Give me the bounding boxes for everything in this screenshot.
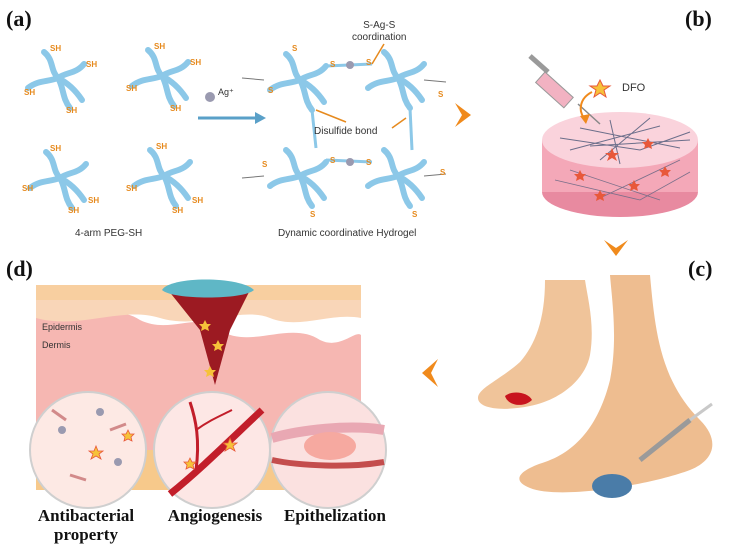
panel-label-d: (d) <box>6 256 33 281</box>
drug-stars <box>574 138 671 201</box>
sulfur-label: S <box>268 86 274 95</box>
angiogenesis-circle <box>153 391 271 509</box>
thiol-label: SH <box>88 196 100 205</box>
hydrogel-label: Dynamic coordinative Hydrogel <box>278 228 417 239</box>
thiol-label: SH <box>172 206 184 215</box>
ag-reaction-arrow <box>198 92 266 124</box>
hydrogel-network <box>241 43 447 206</box>
diabetic-foot-wound <box>478 280 592 409</box>
antibacterial-circle <box>29 391 147 509</box>
peg-molecule-2 <box>132 50 188 106</box>
sulfur-label: S <box>366 158 372 167</box>
thiol-label: SH <box>50 144 62 153</box>
sulfur-label: S <box>262 160 268 169</box>
sulfur-label: S <box>440 168 446 177</box>
sulfur-label: S <box>330 60 336 69</box>
thiol-label: SH <box>24 88 36 97</box>
arrow-down-icon <box>604 240 628 256</box>
ag-ion-icon <box>205 92 215 102</box>
panel-label-b: (b) <box>685 6 712 31</box>
dfo-star-icon <box>588 78 612 99</box>
caption-antibacterial: Antibacterial property <box>37 506 135 544</box>
ag-atom <box>346 61 354 69</box>
panel-label-a: (a) <box>6 6 32 31</box>
sulfur-label: S <box>292 44 298 53</box>
disulfide-label: Disulfide bond <box>314 126 378 137</box>
thiol-label: SH <box>190 58 202 67</box>
peg-molecule-3 <box>30 152 86 208</box>
caption-angiogenesis: Angiogenesis <box>167 506 263 525</box>
panel-label-c: (c) <box>688 256 713 281</box>
dfo-label: DFO <box>622 82 646 94</box>
sulfur-label: S <box>366 58 372 67</box>
wound-stars <box>199 320 224 377</box>
sulfur-label: S <box>310 210 316 219</box>
thiol-label: SH <box>22 184 34 193</box>
arrow-right-icon <box>455 103 471 127</box>
epithelization-circle <box>269 391 387 509</box>
sulfur-label: S <box>412 210 418 219</box>
ag-atom <box>346 158 354 166</box>
peg-molecule-1 <box>28 52 84 108</box>
peg-molecule-4 <box>134 150 190 206</box>
syringe-icon <box>528 54 601 125</box>
ag-ion-label: Ag⁺ <box>218 87 234 97</box>
caption-epithelization: Epithelization <box>283 506 386 525</box>
hydrogel-disc <box>542 112 698 217</box>
coordination-label: S-Ag-S coordination <box>352 20 407 43</box>
thiol-label: SH <box>50 44 62 53</box>
thiol-label: SH <box>154 42 166 51</box>
thiol-label: SH <box>192 196 204 205</box>
arrow-left-icon <box>422 359 438 387</box>
dermis-label: Dermis <box>42 340 71 350</box>
treated-foot <box>519 275 713 498</box>
thiol-label: SH <box>68 206 80 215</box>
thiol-label: SH <box>126 84 138 93</box>
thiol-label: SH <box>156 142 168 151</box>
thiol-label: SH <box>66 106 78 115</box>
thiol-label: SH <box>126 184 138 193</box>
thiol-label: SH <box>170 104 182 113</box>
thiol-label: SH <box>86 60 98 69</box>
epidermis-label: Epidermis <box>42 322 83 332</box>
sulfur-label: S <box>438 90 444 99</box>
peg-label: 4-arm PEG-SH <box>75 228 143 239</box>
sulfur-label: S <box>330 156 336 165</box>
